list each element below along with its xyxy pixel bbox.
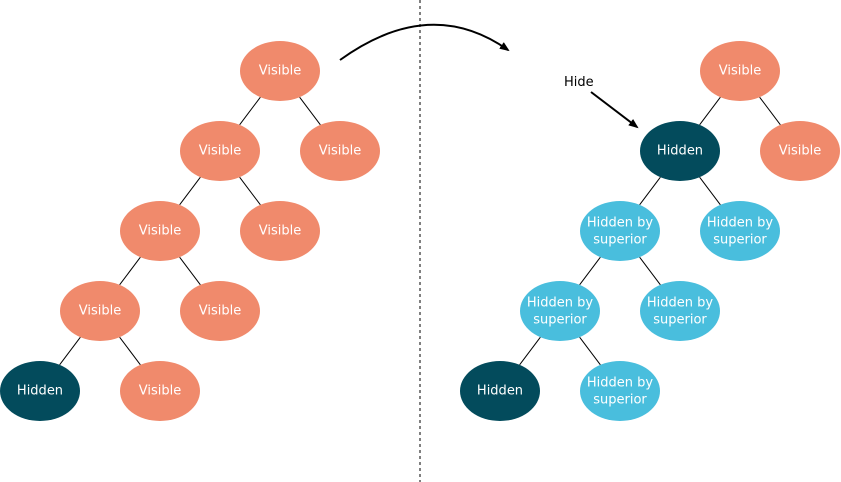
- tree-edge: [639, 256, 661, 286]
- node-shape: [640, 281, 720, 341]
- node-shape: [240, 201, 320, 261]
- tree-edge: [119, 336, 141, 366]
- node-shape: [120, 201, 200, 261]
- node-shape: [0, 361, 80, 421]
- tree-node-hidden-by-superior: Hidden by superior: [520, 281, 600, 341]
- node-label: Visible: [199, 304, 241, 319]
- node-label: Visible: [319, 144, 361, 159]
- node-label: superior: [533, 313, 587, 328]
- node-shape: [460, 361, 540, 421]
- tree-node-visible: Visible: [120, 361, 200, 421]
- node-label: Visible: [259, 64, 301, 79]
- tree-node-hidden-by-superior: Hidden by superior: [580, 361, 660, 421]
- node-label: Visible: [779, 144, 821, 159]
- node-label: Hidden: [657, 144, 703, 159]
- node-label: Hidden by: [587, 376, 654, 391]
- tree-node-visible: Visible: [60, 281, 140, 341]
- node-label: Hidden: [477, 384, 523, 399]
- tree-edge: [179, 176, 201, 206]
- hide-label: Hide: [564, 75, 594, 90]
- tree-node-visible: Visible: [180, 121, 260, 181]
- tree-edge: [579, 336, 601, 366]
- node-label: Visible: [139, 224, 181, 239]
- tree-node-visible: Visible: [180, 281, 260, 341]
- node-shape: [520, 281, 600, 341]
- node-label: Visible: [79, 304, 121, 319]
- hide-arrow: [590, 91, 639, 129]
- node-label: Hidden by: [707, 216, 774, 231]
- tree-edge: [519, 336, 541, 366]
- node-label: Visible: [199, 144, 241, 159]
- node-shape: [300, 121, 380, 181]
- tree-edge: [239, 176, 261, 206]
- node-label: superior: [653, 313, 707, 328]
- node-label: superior: [593, 233, 647, 248]
- node-shape: [700, 41, 780, 101]
- tree-edge: [119, 256, 141, 286]
- node-shape: [760, 121, 840, 181]
- tree-node-hidden: Hidden: [460, 361, 540, 421]
- node-label: Hidden by: [587, 216, 654, 231]
- tree-edges: [59, 96, 781, 366]
- tree-node-visible: Visible: [120, 201, 200, 261]
- tree-edge: [579, 256, 601, 286]
- node-shape: [120, 361, 200, 421]
- tree-node-hidden: Hidden: [0, 361, 80, 421]
- tree-edge: [239, 96, 261, 126]
- tree-node-visible: Visible: [240, 201, 320, 261]
- transition-arrow: [339, 23, 510, 61]
- tree-edge: [59, 336, 81, 366]
- tree-node-visible: Visible: [300, 121, 380, 181]
- node-shape: [240, 41, 320, 101]
- tree-edge: [699, 96, 721, 126]
- node-shape: [180, 281, 260, 341]
- tree-edge: [299, 96, 321, 126]
- node-shape: [580, 361, 660, 421]
- node-label: Hidden: [17, 384, 63, 399]
- tree-node-hidden-by-superior: Hidden by superior: [700, 201, 780, 261]
- tree-node-hidden: Hidden: [640, 121, 720, 181]
- node-label: Hidden by: [527, 296, 594, 311]
- tree-edge: [699, 176, 721, 206]
- tree-node-visible: Visible: [240, 41, 320, 101]
- tree-node-hidden-by-superior: Hidden by superior: [640, 281, 720, 341]
- node-shape: [580, 201, 660, 261]
- node-shape: [700, 201, 780, 261]
- tree-node-hidden-by-superior: Hidden by superior: [580, 201, 660, 261]
- tree-edge: [759, 96, 781, 126]
- node-label: Visible: [719, 64, 761, 79]
- tree-edge: [179, 256, 201, 286]
- node-label: Hidden by: [647, 296, 714, 311]
- node-shape: [640, 121, 720, 181]
- node-label: Visible: [139, 384, 181, 399]
- node-label: Visible: [259, 224, 301, 239]
- tree-node-visible: Visible: [700, 41, 780, 101]
- tree-edge: [639, 176, 661, 206]
- node-label: superior: [593, 393, 647, 408]
- node-label: superior: [713, 233, 767, 248]
- node-shape: [180, 121, 260, 181]
- node-shape: [60, 281, 140, 341]
- tree-node-visible: Visible: [760, 121, 840, 181]
